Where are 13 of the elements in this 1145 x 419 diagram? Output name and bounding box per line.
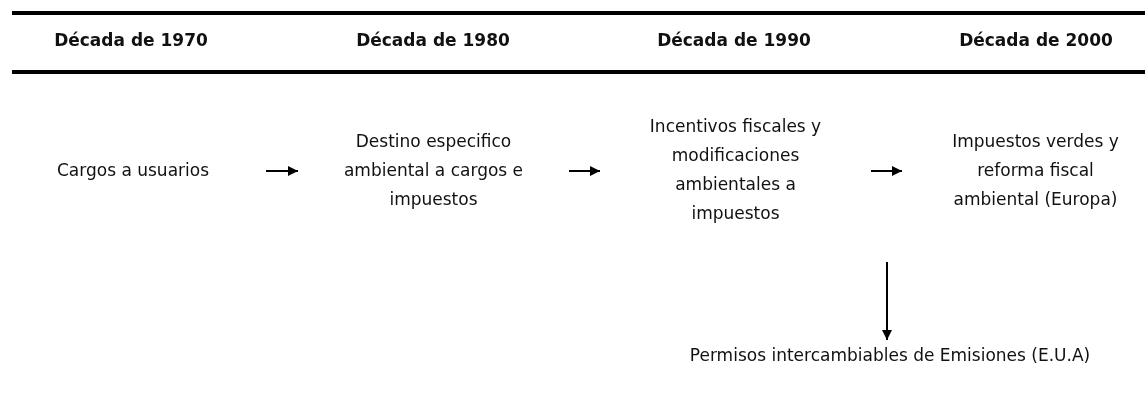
node-text: Impuestos verdes y reforma fiscal ambiental (Europa) [951, 129, 1120, 211]
arrow [568, 166, 601, 176]
node-text: Incentivos fiscales y modificaciones ambientales a impuestos [648, 115, 823, 225]
column-header: Década de 1980 [355, 29, 511, 52]
arrow [265, 166, 299, 176]
node-text: Permisos intercambiables de Emisiones (E.U.A) [688, 343, 1092, 367]
column-header: Década de 1970 [53, 29, 209, 52]
arrow [870, 166, 903, 176]
column-header: Década de 1990 [656, 29, 812, 52]
column-header: Década de 2000 [958, 29, 1114, 52]
arrow [882, 261, 892, 341]
node-text: Cargos a usuarios [55, 158, 210, 182]
node-text: Destino especifico ambiental a cargos e impuestos [342, 129, 525, 211]
